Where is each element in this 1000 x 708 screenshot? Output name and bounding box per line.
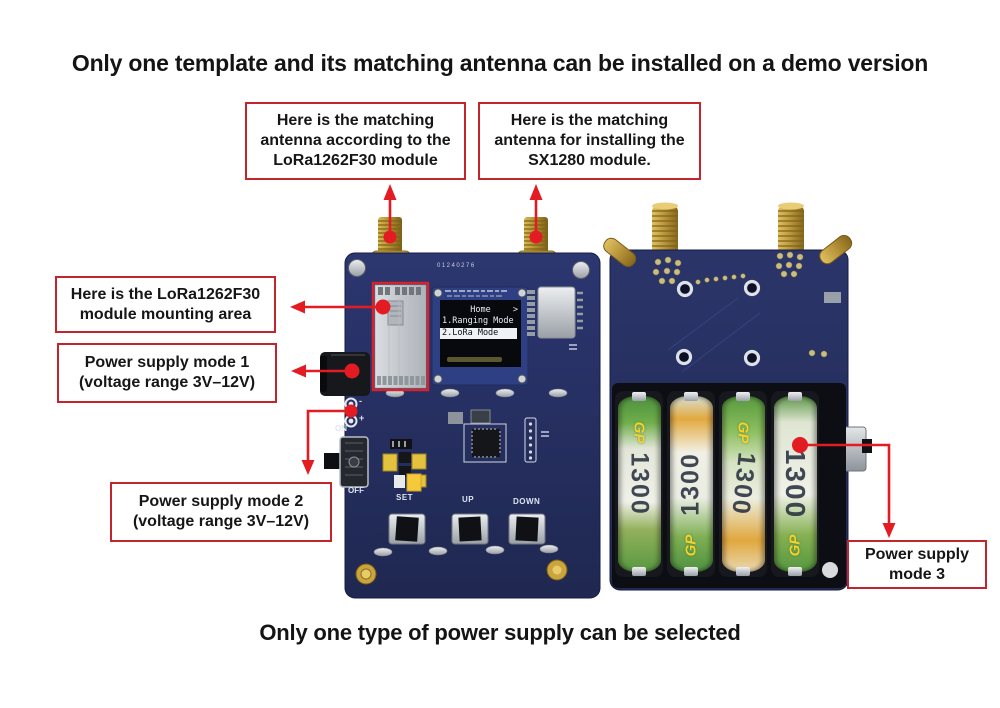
sma-connector-back-right [778, 202, 804, 258]
smd-resistor [824, 292, 841, 303]
battery-brand: GP [682, 534, 700, 557]
switch-off-label: OFF [348, 486, 364, 495]
power-switch [324, 436, 369, 488]
screw-bottom-left [355, 563, 377, 585]
oled-display-text: Home > 1.Ranging Mode 2.LoRa Mode [440, 300, 521, 367]
button-label-down: DOWN [513, 497, 541, 506]
oled-row-home: Home [470, 305, 491, 315]
standoff-left [603, 237, 637, 268]
oled-chevron-right-icon: > [512, 305, 518, 315]
battery-slot: GP 1300 [719, 391, 767, 577]
mounting-holes [675, 279, 761, 367]
battery-3: GP 1300 [721, 396, 765, 572]
solder-ovals [373, 388, 568, 557]
back-board: GP 1300 GP 1300 GP 1300 GP 1300 [603, 202, 872, 591]
oled-row-lora-mode-selected: 2.LoRa Mode [440, 328, 517, 339]
smd-components [382, 409, 549, 492]
module-mounting-area [374, 284, 427, 389]
battery-slot: GP 1300 [615, 391, 663, 577]
serial-number: 01240276 [437, 263, 476, 269]
shield-pads [577, 291, 583, 330]
button-label-set: SET [396, 493, 414, 502]
solder-joints [652, 251, 828, 358]
callout-psu-mode3: Power supply mode 3 [847, 540, 987, 589]
standoff-right [819, 234, 853, 265]
battery-brand: GP [786, 534, 804, 557]
battery-2: GP 1300 [669, 396, 713, 572]
battery-holder: GP 1300 GP 1300 GP 1300 GP 1300 [612, 383, 846, 588]
battery-brand: GP [734, 421, 752, 444]
minus-terminal-label: - [359, 396, 362, 406]
tactile-buttons [388, 513, 546, 545]
castellated-pads [527, 290, 535, 336]
top-title: Only one template and its matching anten… [71, 50, 929, 76]
battery-slot: GP 1300 [667, 391, 715, 577]
battery-capacity: 1300 [676, 452, 705, 516]
oled-row-ranging-mode: 1.Ranging Mode [442, 316, 514, 326]
plus-terminal-label: + [359, 413, 365, 423]
callout-module-area: Here is the LoRa1262F30 module mounting … [55, 276, 276, 333]
callout-psu-mode1: Power supply mode 1 (voltage range 3V–12… [57, 343, 277, 403]
switch-on-label: ON [335, 424, 347, 433]
holder-screw-hole [822, 562, 838, 578]
battery-4: GP 1300 [773, 396, 817, 572]
button-label-up: UP [462, 495, 475, 504]
bottom-title: Only one type of power supply can be sel… [259, 620, 741, 645]
battery-1: GP 1300 [617, 396, 661, 572]
callout-psu-mode2: Power supply mode 2 (voltage range 3V–12… [110, 482, 332, 542]
front-board: 01240276 Home > 1.Ranging Mode 2.LoRa Mo… [320, 217, 601, 599]
battery-capacity: 1300 [780, 448, 811, 520]
battery-capacity: 1300 [625, 452, 654, 516]
dc-jack [320, 352, 370, 396]
screw-top-right [572, 261, 590, 279]
battery-slot: GP 1300 [771, 391, 819, 577]
callout-antenna-lora: Here is the matching antenna according t… [245, 102, 466, 180]
battery-brand: GP [630, 421, 648, 444]
callout-antenna-sx1280: Here is the matching antenna for install… [478, 102, 701, 180]
rf-shield-can [537, 286, 576, 339]
battery-capacity: 1300 [726, 450, 761, 518]
pcb-scratches [667, 297, 761, 373]
sma-connector-back-left [652, 202, 678, 258]
screw-bottom-right [546, 559, 568, 581]
screw-top-left [348, 259, 366, 277]
